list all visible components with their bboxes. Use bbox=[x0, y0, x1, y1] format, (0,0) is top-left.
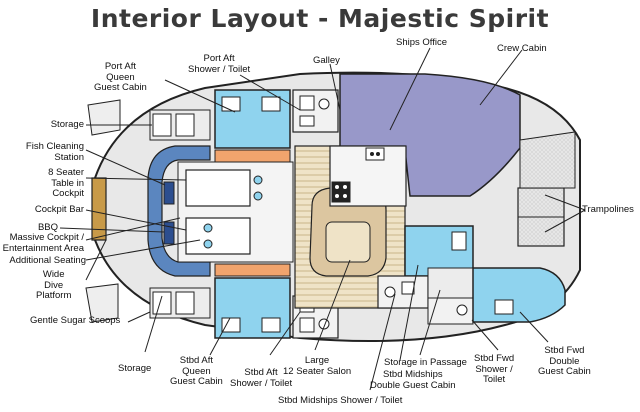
label-bbq: BBQ bbox=[37, 222, 58, 233]
label-massive-cockpit: Massive Cockpit /Entertainment Area bbox=[2, 232, 84, 254]
label-trampolines: Trampolines bbox=[582, 204, 634, 215]
cockpit-table bbox=[185, 169, 251, 207]
transom bbox=[91, 177, 107, 241]
bbq bbox=[163, 221, 175, 245]
sugar-scoop-stbd bbox=[85, 283, 119, 323]
stbd-aft-bulkhead bbox=[214, 263, 291, 277]
label-storage-stbd: Storage bbox=[118, 363, 152, 374]
label-additional-seating: Additional Seating bbox=[9, 255, 86, 266]
storage-passage bbox=[427, 267, 474, 299]
label-storage-port: Storage bbox=[50, 119, 84, 130]
label-ships-office: Ships Office bbox=[396, 37, 448, 48]
stbd-fwd-cabin bbox=[472, 267, 566, 323]
label-storage-passage: Storage in Passage bbox=[384, 357, 467, 368]
diagram-title: Interior Layout - Majestic Spirit bbox=[90, 4, 550, 33]
label-gentle-sugar: Gentle Sugar Scoops bbox=[30, 315, 121, 326]
sugar-scoop-port bbox=[87, 99, 121, 136]
trampoline-fwd bbox=[519, 131, 576, 189]
label-stbd-midships-shower: Stbd Midships Shower / Toilet bbox=[278, 395, 403, 406]
label-galley: Galley bbox=[313, 55, 340, 66]
leader-lines bbox=[59, 47, 586, 391]
galley-stove bbox=[331, 181, 351, 203]
fish-cleaning-station bbox=[163, 181, 175, 205]
cockpit-bar bbox=[185, 217, 251, 255]
port-aft-bulkhead bbox=[214, 149, 291, 163]
label-crew-cabin: Crew Cabin bbox=[497, 43, 547, 54]
salon-table bbox=[325, 221, 371, 263]
label-cockpit-bar: Cockpit Bar bbox=[34, 204, 84, 215]
